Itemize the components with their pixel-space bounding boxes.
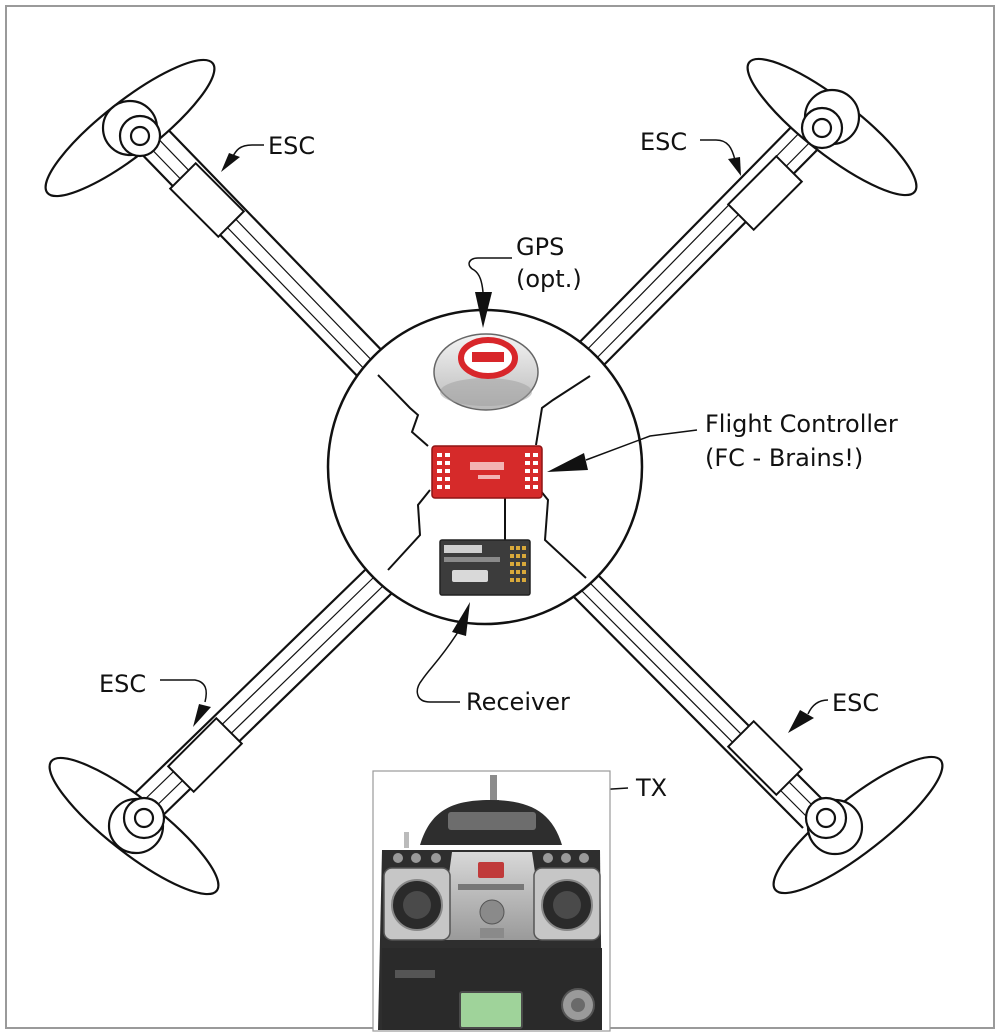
label-flight-controller: Flight Controller bbox=[705, 410, 898, 438]
arrow-esc-bottom-right bbox=[788, 710, 814, 733]
label-gps: GPS bbox=[516, 233, 564, 261]
tx-screen bbox=[459, 991, 523, 1029]
label-esc-bottom-left: ESC bbox=[99, 670, 146, 698]
arrow-flight-controller bbox=[547, 453, 588, 472]
transmitter-image bbox=[372, 770, 611, 1032]
arrow-esc-top-left bbox=[221, 153, 240, 172]
flight-controller bbox=[431, 445, 543, 499]
propeller-top-right bbox=[746, 57, 918, 197]
leader-flight-controller bbox=[585, 429, 698, 461]
label-flight-controller-note: (FC - Brains!) bbox=[705, 444, 863, 472]
label-tx: TX bbox=[635, 774, 667, 802]
body-wiring bbox=[377, 374, 591, 579]
label-receiver: Receiver bbox=[466, 688, 570, 716]
tx-switches bbox=[393, 832, 589, 863]
esc-boxes bbox=[166, 154, 804, 797]
tx-center-panel bbox=[440, 852, 545, 940]
arrow-esc-bottom-left bbox=[193, 704, 211, 727]
labels: ESC ESC ESC ESC GPS (opt.) Flight Contro… bbox=[99, 128, 898, 802]
esc-box-top-left bbox=[168, 161, 246, 239]
propellers bbox=[44, 57, 944, 896]
leader-gps bbox=[468, 257, 512, 293]
gps-module bbox=[433, 333, 539, 411]
label-esc-top-left: ESC bbox=[268, 132, 315, 160]
esc-box-bottom-left bbox=[166, 716, 244, 794]
receiver-module bbox=[439, 539, 531, 596]
esc-box-bottom-right bbox=[726, 719, 804, 797]
propeller-bottom-left bbox=[48, 756, 220, 896]
leader-esc-bottom-left bbox=[160, 679, 207, 703]
label-gps-optional: (opt.) bbox=[516, 265, 582, 293]
esc-box-top-right bbox=[726, 154, 804, 232]
tx-antenna bbox=[490, 775, 497, 807]
propeller-bottom-right bbox=[772, 755, 944, 895]
arrow-esc-top-right bbox=[728, 157, 741, 176]
arm-top-left bbox=[128, 112, 394, 385]
tx-gimbals bbox=[383, 867, 601, 941]
arrow-gps bbox=[475, 292, 492, 328]
label-esc-bottom-right: ESC bbox=[832, 689, 879, 717]
leader-receiver bbox=[416, 631, 460, 703]
propeller-top-left bbox=[44, 58, 216, 198]
leader-esc-top-right bbox=[700, 139, 736, 161]
leader-esc-bottom-right bbox=[807, 699, 829, 715]
label-esc-top-right: ESC bbox=[640, 128, 687, 156]
arrow-receiver bbox=[452, 602, 470, 636]
